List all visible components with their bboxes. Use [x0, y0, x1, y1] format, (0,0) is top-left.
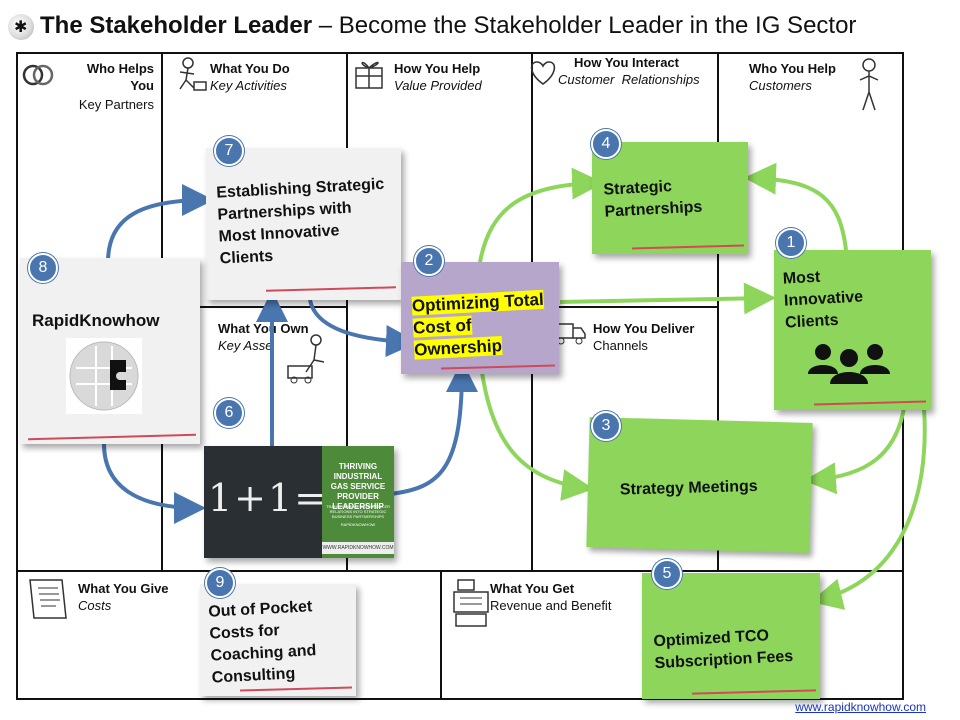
- card-6-book: 1+1=3 THRIVING INDUSTRIAL GAS SERVICE PR…: [204, 446, 394, 558]
- card-underline: [440, 364, 556, 370]
- arrow-1-to-5: [810, 407, 927, 610]
- title-bold: The Stakeholder Leader: [40, 12, 313, 39]
- grid-line: [161, 306, 347, 308]
- costs-label: What You Give Costs: [78, 580, 169, 614]
- customers-title: Who You Help: [749, 61, 836, 76]
- arrow-6-to-2: [389, 360, 478, 496]
- card-5: Optimized TCO Subscription Fees: [642, 573, 820, 699]
- book-site: WWW.RAPIDKNOWHOW.COM: [322, 542, 394, 554]
- badge-6: 6: [214, 398, 244, 428]
- footer-link[interactable]: www.rapidknowhow.com: [795, 700, 926, 714]
- channels-title: How You Deliver: [593, 321, 695, 336]
- costs-subtitle: Costs: [78, 598, 112, 613]
- card-underline: [28, 433, 196, 441]
- arrow-8-to-6: [102, 443, 206, 524]
- badge-7: 7: [214, 136, 244, 166]
- card-underline: [265, 286, 397, 292]
- card-2-highlighted-text: Optimizing Total Cost of Ownership: [411, 289, 545, 360]
- card-underline: [631, 244, 745, 250]
- badge-5: 5: [652, 559, 682, 589]
- book-subtitle: TRANSFORMING BUYER-SELLER RELATIONS INTO…: [326, 504, 391, 519]
- card-8-text: RapidKnowhow: [32, 311, 160, 330]
- customer-relationships-label: How You Interact Customer Relationships: [558, 54, 718, 88]
- grid-line: [440, 570, 442, 700]
- card-8: RapidKnowhow: [20, 258, 200, 444]
- badge-2: 2: [414, 246, 444, 276]
- card-5-text: Optimized TCO Subscription Fees: [653, 627, 794, 673]
- card-underline: [813, 400, 927, 406]
- card-9: Out of Pocket Costs for Coaching and Con…: [200, 584, 356, 696]
- customers-label: Who You Help Customers: [749, 60, 836, 94]
- key-partners-title: Who Helps You: [86, 61, 154, 93]
- revenue-title: What You Get: [490, 581, 575, 596]
- person-icon: [856, 58, 882, 112]
- customer-relationships-title: How You Interact: [574, 55, 679, 70]
- card-3-text: Strategy Meetings: [619, 477, 758, 499]
- arrow-1-to-3: [804, 407, 906, 495]
- book-cover-panel: THRIVING INDUSTRIAL GAS SERVICE PROVIDER…: [322, 446, 394, 558]
- value-provided-subtitle: Value Provided: [394, 78, 482, 93]
- card-9-text: Out of Pocket Costs for Coaching and Con…: [207, 598, 317, 687]
- puzzle-logo-icon: ✱: [8, 14, 34, 40]
- grid-line: [717, 52, 719, 570]
- handshake-icon: [20, 57, 56, 93]
- card-4-text: Strategic Partnerships: [603, 178, 703, 221]
- title-rest: – Become the Stakeholder Leader in the I…: [312, 12, 857, 39]
- page-title: The Stakeholder Leader – Become the Stak…: [40, 12, 856, 40]
- card-7-text: Establishing Strategic Partnerships with…: [215, 175, 385, 268]
- arrow-1-to-4: [744, 162, 848, 251]
- channels-subtitle: Channels: [593, 338, 648, 353]
- worker-icon: [172, 56, 208, 92]
- revenue-subtitle: Revenue and Benefit: [490, 598, 612, 613]
- cash-register-icon: [452, 576, 492, 630]
- badge-9: 9: [205, 568, 235, 598]
- key-assets-title: What You Own: [218, 321, 309, 336]
- card-4: Strategic Partnerships: [592, 142, 748, 254]
- card-2-text: Optimizing Total Cost of Ownership: [411, 288, 554, 361]
- receipt-icon: [22, 576, 72, 622]
- book-title: THRIVING INDUSTRIAL GAS SERVICE PROVIDER…: [330, 462, 386, 511]
- card-7: Establishing Strategic Partnerships with…: [206, 148, 401, 300]
- book-author: RAPIDKNOWHOW: [340, 522, 376, 527]
- key-partners-subtitle: Key Partners: [78, 97, 154, 112]
- key-activities-label: What You Do Key Activities: [210, 60, 290, 94]
- grid-line: [346, 52, 348, 570]
- badge-4: 4: [591, 129, 621, 159]
- arrow-2-to-3: [480, 371, 594, 501]
- arrow-8-to-7: [106, 184, 214, 263]
- arrow-7-to-2: [308, 299, 418, 358]
- heart-icon: [527, 56, 559, 88]
- key-activities-subtitle: Key Activities: [210, 78, 287, 93]
- badge-1: 1: [776, 228, 806, 258]
- key-assets-subtitle: Key Asse: [218, 338, 273, 353]
- group-icon: [806, 342, 892, 384]
- puzzle-ball-icon: [66, 338, 142, 414]
- card-underline: [691, 689, 817, 695]
- channels-label: How You Deliver Channels: [593, 320, 694, 354]
- value-provided-label: How You Help Value Provided: [394, 60, 482, 94]
- key-activities-title: What You Do: [210, 61, 290, 76]
- arrow-2-to-1: [559, 282, 776, 315]
- gift-icon: [352, 56, 388, 92]
- grid-line: [16, 570, 904, 572]
- revenue-label: What You Get Revenue and Benefit: [490, 580, 611, 614]
- value-provided-title: How You Help: [394, 61, 481, 76]
- badge-3: 3: [591, 411, 621, 441]
- customers-subtitle: Customers: [749, 78, 812, 93]
- forklift-icon: [284, 332, 334, 384]
- card-3: Strategy Meetings: [586, 417, 813, 553]
- arrow-2-to-4: [478, 167, 604, 263]
- costs-title: What You Give: [78, 581, 169, 596]
- customer-relationships-subtitle: Customer Relationships: [558, 72, 700, 87]
- badge-8: 8: [28, 253, 58, 283]
- grid-line: [531, 306, 718, 308]
- card-1: Most Innovative Clients: [774, 250, 931, 410]
- key-partners-label: Who Helps You Key Partners: [60, 60, 154, 113]
- key-assets-label: What You Own Key Asse: [218, 320, 309, 354]
- card-1-text: Most Innovative Clients: [782, 268, 864, 332]
- card-2: Optimizing Total Cost of Ownership: [401, 262, 559, 374]
